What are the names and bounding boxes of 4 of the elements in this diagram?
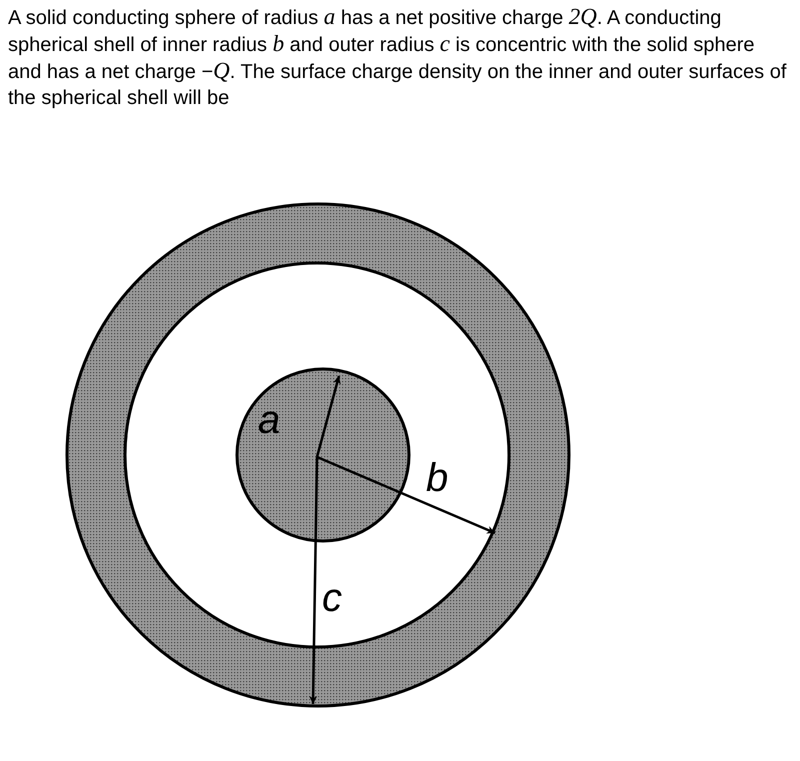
radius-label: b <box>426 458 448 498</box>
radius-label: a <box>258 400 280 440</box>
radius-label: c <box>322 578 342 618</box>
question-text: A solid conducting sphere of radius a has a net positive charge 2Q. A conducting spherical shell of inner radius b and outer radius c is concentric with the solid sphere and has a net charge −Q. The surface charge density on the inner and outer surfaces of the spherical shell will be <box>8 4 788 111</box>
